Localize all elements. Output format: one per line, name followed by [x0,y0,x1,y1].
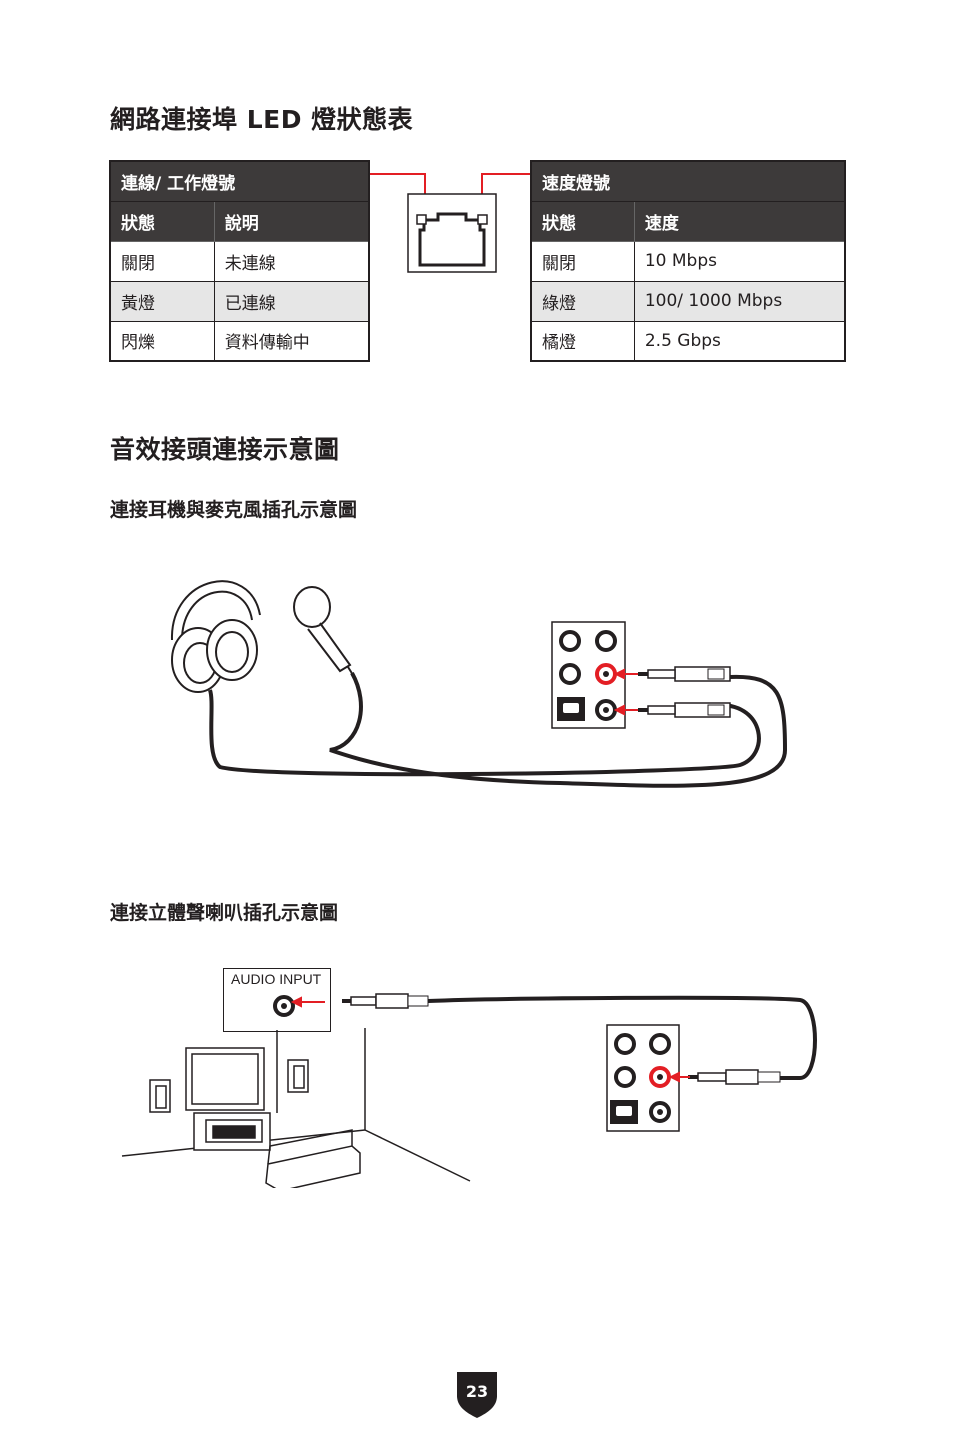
audio-plug-icon [342,993,429,1009]
microphone-icon [293,586,354,676]
table-header: 說明 [213,200,370,242]
headphones-icon [170,580,261,693]
audio-jack-panel [551,621,626,729]
headphone-mic-subtitle: 連接耳機與麥克風插孔示意圖 [110,499,358,521]
arrow-icon [613,668,638,716]
table-cell: 橘燈 [530,320,635,362]
headphone-mic-diagram [170,580,788,788]
table-row: 關閉 未連線 [109,240,370,282]
table-row: 綠燈 100/ 1000 Mbps [530,280,846,322]
table-cell: 資料傳輸中 [213,320,370,362]
audio-input-label: AUDIO INPUT [231,971,322,987]
living-room-icon [121,1028,471,1188]
link-activity-table: 連線/ 工作燈號 狀態 說明 關閉 未連線 黃燈 已連線 閃爍 資料傳輸中 [109,160,370,362]
table-cell: 未連線 [213,240,370,282]
table-cell: 閃爍 [109,320,215,362]
table-row: 黃燈 已連線 [109,280,370,322]
table-cell: 綠燈 [530,280,635,322]
speakers-subtitle: 連接立體聲喇叭插孔示意圖 [110,902,339,924]
table-row: 橘燈 2.5 Gbps [530,320,846,362]
page-number-badge [457,1372,497,1418]
table-row: 閃爍 資料傳輸中 [109,320,370,362]
audio-jack-panel [606,1024,680,1132]
table-cell: 100/ 1000 Mbps [633,280,846,322]
table-header: 狀態 [530,200,635,242]
link-table-title: 連線/ 工作燈號 [109,160,370,202]
led-section-title: 網路連接埠 LED 燈狀態表 [110,105,414,134]
table-cell: 2.5 Gbps [633,320,846,362]
arrow-icon [290,996,325,1008]
table-cell: 黃燈 [109,280,215,322]
audio-section-title: 音效接頭連接示意圖 [110,435,340,464]
table-cell: 10 Mbps [633,240,846,282]
table-row: 關閉 10 Mbps [530,240,846,282]
lan-port-diagram [370,173,530,273]
audio-plug-icon [638,702,731,718]
speed-table-title: 速度燈號 [530,160,846,202]
table-cell: 關閉 [530,240,635,282]
audio-plug-icon [638,666,731,682]
table-header: 狀態 [109,200,215,242]
table-cell: 關閉 [109,240,215,282]
page-number: 23 [465,1382,489,1401]
table-header: 速度 [633,200,846,242]
table-cell: 已連線 [213,280,370,322]
speakers-diagram [121,993,817,1188]
arrow-icon [668,1071,690,1083]
audio-plug-icon [688,1069,781,1085]
speed-table: 速度燈號 狀態 速度 關閉 10 Mbps 綠燈 100/ 1000 Mbps … [530,160,846,362]
